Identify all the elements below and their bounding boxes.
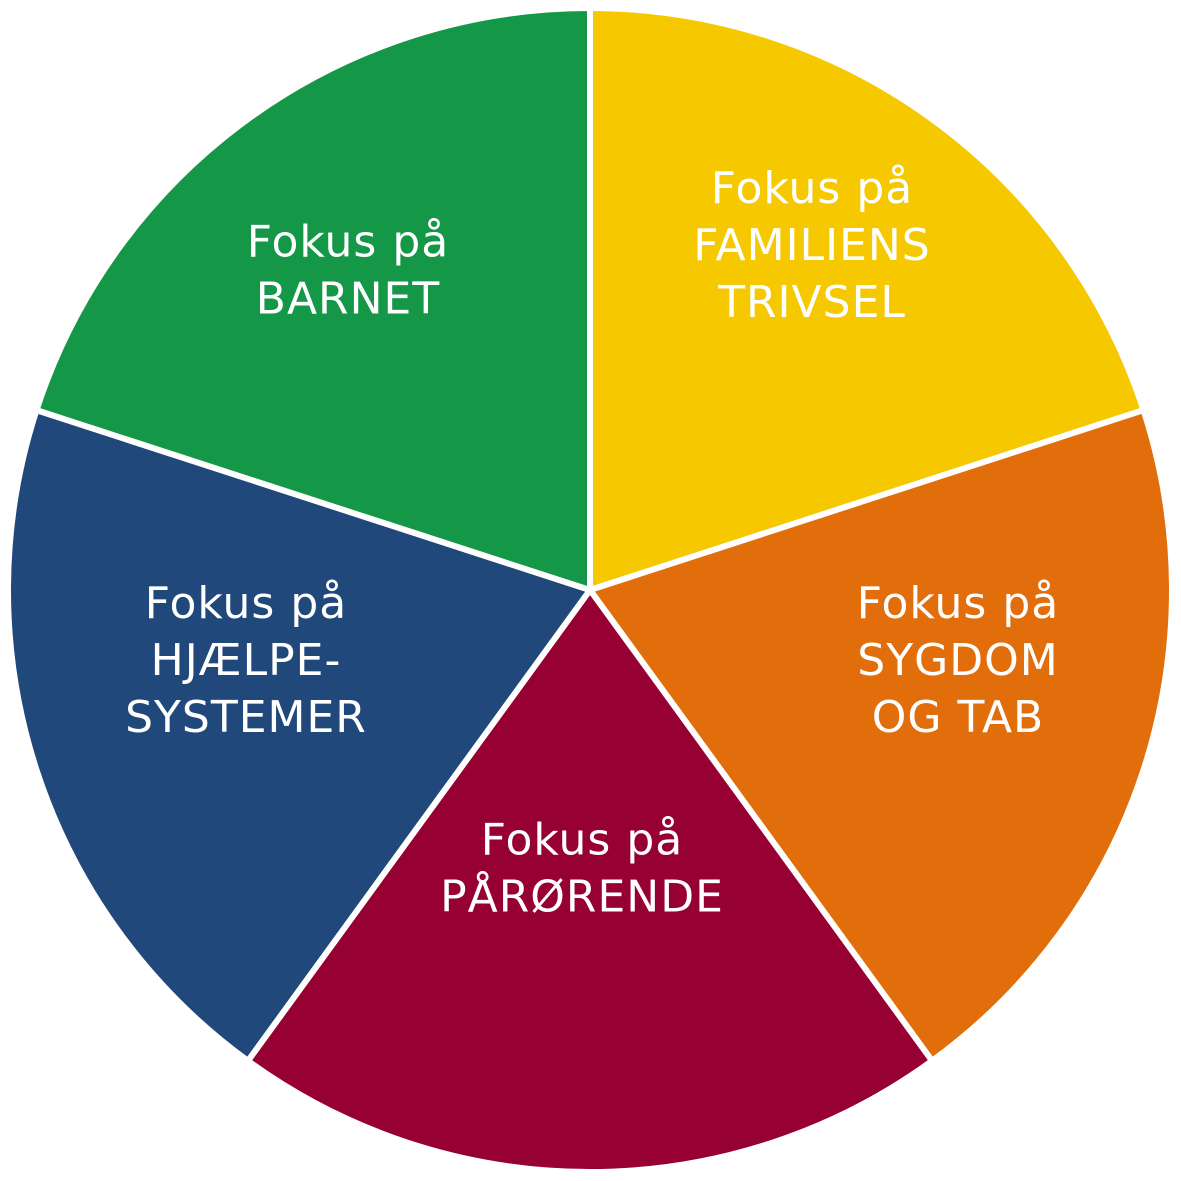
segment-label-hjaelpesystemer: Fokus på HJÆLPE- SYSTEMER	[125, 578, 367, 743]
segment-sygdom-og-tab	[587, 407, 1175, 1064]
segment-label-line: SYGDOM	[857, 635, 1058, 686]
segment-label-barnet: Fokus på BARNET	[247, 217, 449, 325]
segment-label-line: Fokus på	[145, 578, 347, 629]
segment-label-line: Fokus på	[481, 815, 683, 866]
segment-hjaelpesystemer	[5, 407, 593, 1064]
segment-label-sygdom-og-tab: Fokus på SYGDOM OG TAB	[857, 578, 1059, 743]
segment-label-line: Fokus på	[711, 163, 913, 214]
segment-parorende	[244, 587, 936, 1175]
segment-label-line: Fokus på	[857, 578, 1059, 629]
segment-label-line: Fokus på	[247, 217, 449, 268]
segment-label-line: OG TAB	[872, 692, 1044, 743]
segment-label-line: HJÆLPE-	[151, 635, 342, 686]
segment-label-line: BARNET	[256, 274, 440, 325]
segment-barnet	[33, 5, 593, 593]
wheel-labels: Fokus på FAMILIENS TRIVSEL Fokus på SYGDOM OG…	[125, 163, 1059, 923]
segment-familiens-trivsel	[587, 5, 1147, 593]
segment-label-line: PÅRØRENDE	[440, 870, 724, 923]
segment-label-familiens-trivsel: Fokus på FAMILIENS TRIVSEL	[693, 163, 930, 328]
segment-label-line: TRIVSEL	[717, 277, 906, 328]
segment-label-line: SYSTEMER	[125, 692, 367, 743]
segment-label-line: FAMILIENS	[693, 220, 930, 271]
wheel-slices	[5, 5, 1175, 1175]
